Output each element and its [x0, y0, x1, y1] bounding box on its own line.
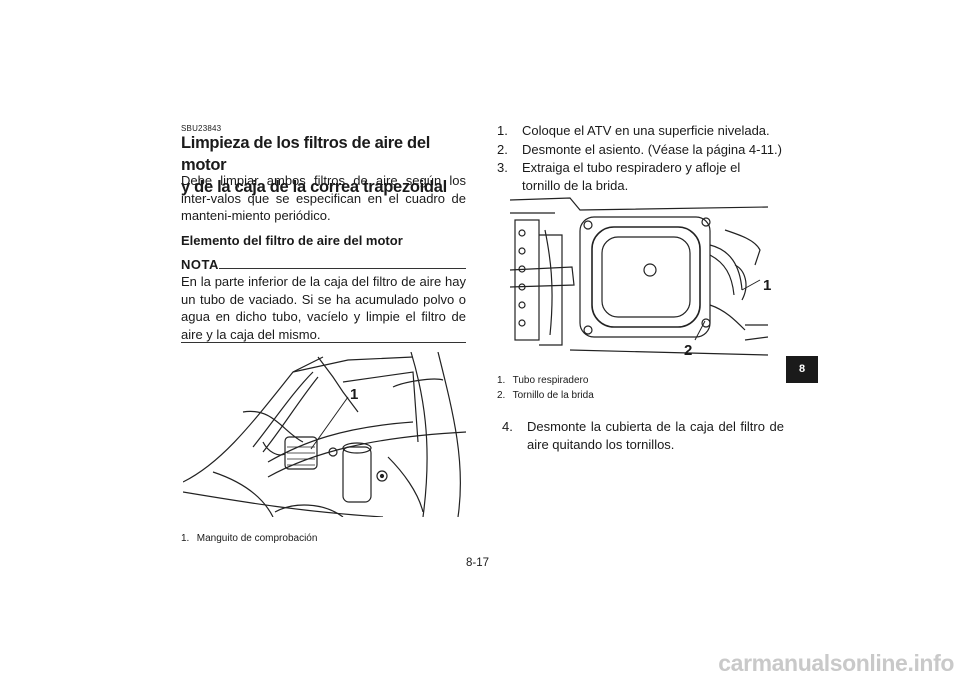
step-text: Desmonte la cubierta de la caja del filt…: [527, 419, 784, 452]
nota-label: NOTA: [181, 257, 219, 272]
step-item-4: 4. Desmonte la cubierta de la caja del f…: [502, 418, 784, 454]
caption-text: Manguito de comprobación: [196, 533, 318, 544]
section-title: Limpieza de los filtros de aire del moto…: [181, 132, 471, 198]
document-code: SBU23843: [181, 124, 222, 133]
step-item: 1. Coloque el ATV en una superficie nive…: [497, 122, 782, 140]
subheading: Elemento del filtro de aire del motor: [181, 233, 403, 248]
step-number: 4.: [502, 419, 513, 434]
steps-list: 1. Coloque el ATV en una superficie nive…: [497, 122, 782, 195]
figure-check-hose: [183, 352, 466, 517]
step-item: 3. Extraiga el tubo respiradero y afloje…: [497, 159, 782, 194]
figure1-callout-1: 1: [350, 386, 359, 403]
nota-rule: [219, 268, 466, 269]
section-title-line2: y de la caja de la correa trapezoidal: [181, 178, 447, 196]
step-item: 2. Desmonte el asiento. (Véase la página…: [497, 141, 782, 159]
figure1-caption: 1. Manguito de comprobación: [181, 531, 317, 546]
step-text: Extraiga el tubo respiradero y afloje el…: [522, 160, 741, 193]
caption-number: 1.: [497, 375, 506, 386]
step-number: 3.: [497, 160, 508, 175]
nota-header: NOTA: [181, 256, 466, 274]
caption-item: 2. Tornillo de la brida: [497, 388, 594, 403]
intro-paragraph: Debe limpiar ambos filtros de aire según…: [181, 173, 466, 223]
figure2-callout-2: 2: [684, 342, 693, 359]
step-text: Desmonte el asiento. (Véase la página 4-…: [522, 141, 782, 157]
caption-text: Tornillo de la brida: [512, 390, 594, 401]
nota-text: En la parte inferior de la caja del filt…: [181, 274, 466, 342]
nota-end-rule: [181, 342, 466, 343]
watermark: carmanualsonline.info: [718, 650, 954, 676]
figure2-callout-1: 1: [763, 277, 772, 294]
chapter-tab: 8: [786, 356, 818, 383]
figure2-captions: 1. Tubo respiradero 2. Tornillo de la br…: [497, 373, 594, 403]
step-number: 1.: [497, 123, 508, 138]
caption-number: 1.: [181, 533, 190, 544]
caption-number: 2.: [497, 390, 506, 401]
page-number: 8-17: [466, 557, 490, 569]
section-title-line1: Limpieza de los filtros de aire del moto…: [181, 134, 430, 174]
step-number: 2.: [497, 141, 508, 157]
caption-item: 1. Tubo respiradero: [497, 373, 594, 388]
step-text: Coloque el ATV en una superficie nivelad…: [522, 123, 770, 138]
figure-air-filter-case: [510, 197, 768, 356]
caption-text: Tubo respiradero: [512, 375, 589, 386]
